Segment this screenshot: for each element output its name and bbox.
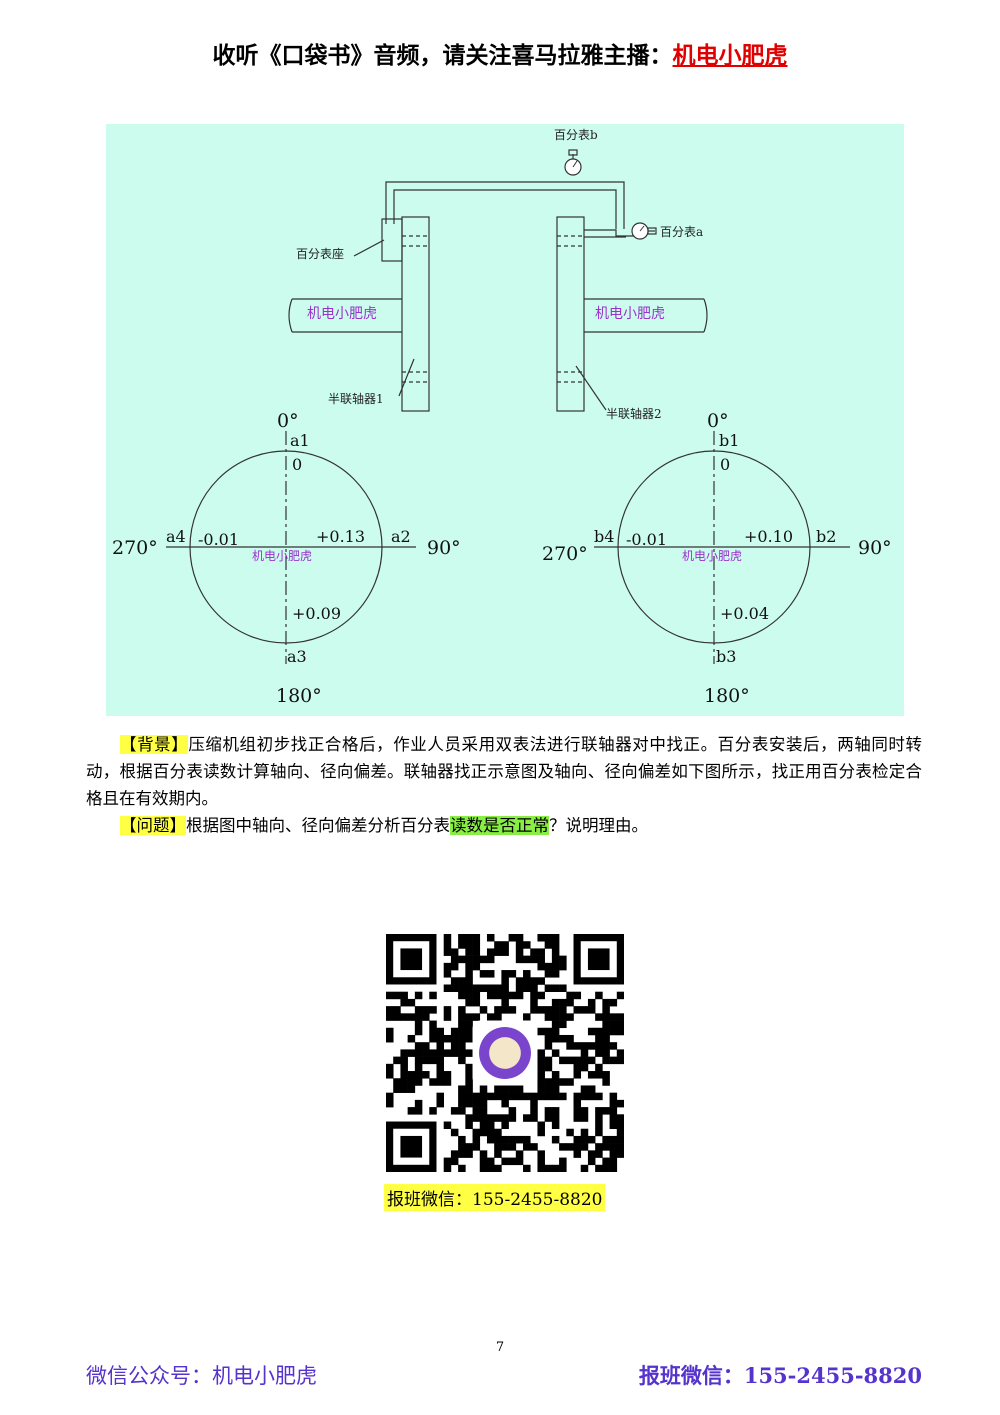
background-text: 压缩机组初步找正合格后，作业人员采用双表法进行联轴器对中找正。百分表安装后，两轴… [86,735,923,808]
background-tag: 【背景】 [120,735,189,754]
circle-a-left-degree: 270° [112,537,158,559]
question-highlight: 读数是否正常 [450,816,549,835]
circle-a-pos-a1: a1 [290,431,310,450]
circle-b-pos-b2: b2 [816,527,836,546]
qr-code-icon[interactable] [386,934,625,1173]
circle-b-watermark: 机电小肥虎 [682,549,742,563]
footer-wechat-account: 微信公众号：机电小肥虎 [86,1364,317,1388]
circle-a-right-degree: 90° [427,537,461,559]
circle-b-bottom-degree: 180° [704,685,750,707]
circle-a-value-right: +0.13 [316,527,365,546]
coupling-mechanism [288,149,708,412]
gauge-b-label: 百分表b [554,128,598,142]
circle-b-pos-b4: b4 [594,527,614,546]
circle-b-pos-b1: b1 [719,431,739,450]
circle-b-left-degree: 270° [542,543,588,565]
gauge-seat-label: 百分表座 [296,246,344,261]
alignment-circle-a: 0° 90° 180° 270° a1 a2 a3 a4 0 +0.13 +0.… [112,410,461,707]
header-brand-link[interactable]: 机电小肥虎 [672,42,788,69]
footer-wechat-contact: 报班微信：155-2455-8820 [638,1363,922,1388]
circle-b-value-bottom: +0.04 [720,604,769,623]
circle-b-value-left: -0.01 [626,530,667,549]
circle-a-pos-a4: a4 [166,527,186,546]
question-paragraph: 【问题】根据图中轴向、径向偏差分析百分表读数是否正常？说明理由。 [86,812,922,839]
gauge-a-label: 百分表a [660,225,703,239]
circle-b-top-degree: 0° [707,410,729,432]
circle-b-value-top: 0 [720,455,730,474]
page-header: 收听《口袋书》音频，请关注喜马拉雅主播：机电小肥虎 [0,36,1000,70]
page-number: 7 [495,1340,505,1355]
question-text-after: ？说明理由。 [549,816,648,835]
question-text-before: 根据图中轴向、径向偏差分析百分表 [186,816,450,835]
circle-a-top-degree: 0° [277,410,299,432]
coupling-1-label: 半联轴器1 [328,391,384,406]
coupling-alignment-figure: 百分表b 百分表a 百分表座 半联轴器1 半联轴器2 机电小肥虎 机电小肥虎 0… [106,124,904,716]
alignment-circle-b: 0° 90° 180° 270° b1 b2 b3 b4 0 +0.10 +0.… [542,410,892,707]
header-text: 收听《口袋书》音频，请关注喜马拉雅主播： [212,42,673,69]
circle-a-value-bottom: +0.09 [292,604,341,623]
circle-b-value-right: +0.10 [744,527,793,546]
circle-a-pos-a2: a2 [391,527,411,546]
circle-b-pos-b3: b3 [716,647,736,666]
question-tag: 【问题】 [120,816,186,835]
circle-a-pos-a3: a3 [287,647,307,666]
shaft-left-watermark: 机电小肥虎 [307,306,377,322]
qr-caption: 报班微信：155-2455-8820 [384,1184,606,1211]
circle-a-watermark: 机电小肥虎 [252,549,312,563]
qr-code-graphic [386,934,625,1173]
coupling-2-label: 半联轴器2 [606,406,662,421]
shaft-right-watermark: 机电小肥虎 [595,306,665,322]
circle-a-bottom-degree: 180° [276,685,322,707]
background-paragraph: 【背景】压缩机组初步找正合格后，作业人员采用双表法进行联轴器对中找正。百分表安装… [86,731,922,812]
circle-b-right-degree: 90° [858,537,892,559]
circle-a-value-top: 0 [292,455,302,474]
circle-a-value-left: -0.01 [198,530,239,549]
coupling-diagram: 百分表b 百分表a 百分表座 半联轴器1 半联轴器2 机电小肥虎 机电小肥虎 0… [112,128,892,707]
